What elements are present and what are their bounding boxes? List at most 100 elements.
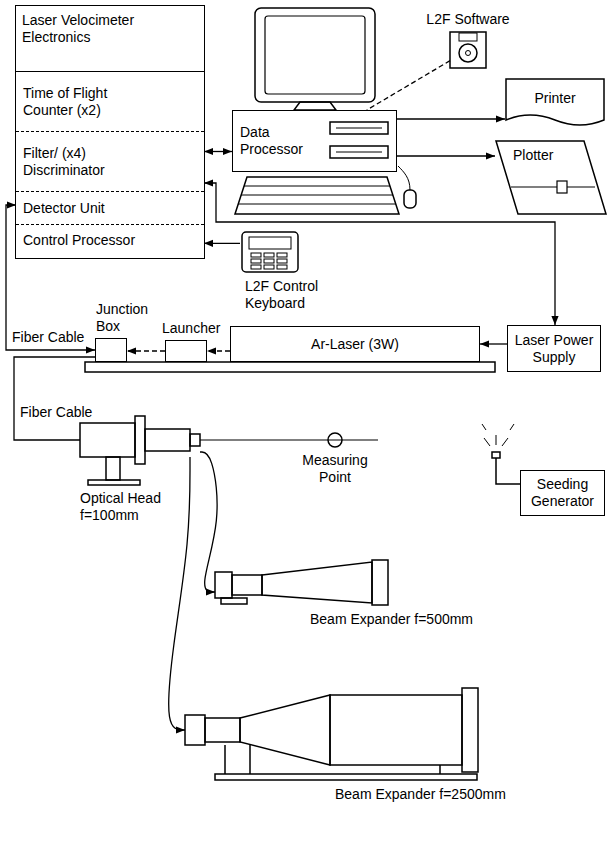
monitor-screen	[265, 16, 365, 94]
connector-line	[204, 243, 240, 244]
optical-bench	[85, 362, 495, 372]
node-label: Beam Expander f=2500mm	[335, 786, 506, 803]
laser-beam	[200, 439, 378, 440]
key	[251, 259, 261, 263]
handheld-display	[249, 237, 291, 249]
key	[277, 259, 287, 263]
head-flange	[135, 416, 145, 464]
printer-shape-outline	[506, 79, 604, 125]
expander-tube	[232, 575, 262, 595]
plotter-rail	[511, 186, 595, 187]
expander-stand	[221, 598, 247, 604]
expander-rim	[372, 560, 388, 605]
disk-drive	[330, 122, 388, 134]
beam-expander: Beam Expander f=500mm	[215, 560, 390, 605]
key	[264, 253, 274, 257]
seeding-spray	[482, 424, 514, 446]
measuring-point-symbol	[328, 433, 342, 447]
monitor-case	[255, 8, 375, 102]
rack-section: Control Processor	[16, 224, 204, 257]
rack-section: Time of Flight Counter (x2)	[16, 71, 204, 131]
electronics-rack: Laser Velocimeter ElectronicsTime of Fli…	[15, 5, 205, 259]
seeding-pipe	[496, 458, 520, 484]
node-label: Seeding Generator	[526, 476, 599, 510]
connector-line	[480, 343, 507, 344]
power-supply-box: Laser Power Supply	[507, 325, 601, 372]
node-label: Ar-Laser (3W)	[311, 336, 399, 353]
connector-line	[6, 205, 95, 350]
printer-shape: Printer	[505, 78, 605, 128]
connector-line	[397, 118, 505, 119]
computer-keyboard	[235, 177, 399, 214]
expander-eyepiece	[185, 715, 205, 745]
drive-slot	[336, 128, 382, 129]
key-row	[238, 204, 396, 205]
disk-shutter	[459, 33, 477, 41]
beam-expander: Beam Expander f=2500mm	[185, 685, 480, 780]
key	[277, 253, 287, 257]
expander-rim	[462, 688, 478, 772]
monitor-stand	[294, 102, 336, 110]
disk-hole	[466, 51, 471, 56]
laser-box: Ar-Laser (3W)	[230, 326, 480, 362]
key	[264, 265, 274, 269]
node-label: Plotter	[513, 147, 553, 164]
key-row	[241, 195, 393, 196]
node-label: Data Processor	[240, 124, 320, 158]
key-row	[244, 186, 390, 187]
handheld-keyboard	[242, 232, 298, 272]
expander-legs	[225, 744, 440, 774]
plotter-pen	[557, 181, 567, 193]
dashed-connector	[367, 61, 450, 110]
node-label: Junction Box	[96, 301, 156, 335]
launcher-box: Launcher	[165, 340, 207, 362]
key	[264, 259, 274, 263]
connector-line	[204, 151, 232, 152]
connector-line	[14, 357, 95, 440]
node-label: Optical Head f=100mm	[80, 490, 170, 524]
expander-base	[215, 774, 477, 780]
node-label: Laser Power Supply	[512, 332, 596, 366]
seeding-generator-box: Seeding Generator	[520, 470, 605, 516]
expander-body	[330, 695, 462, 765]
expander-mount	[215, 572, 232, 598]
expander-cone	[262, 562, 372, 603]
node-label: Control Processor	[23, 232, 135, 249]
disk-hub	[459, 44, 477, 62]
key	[277, 265, 287, 269]
disk-drive	[330, 146, 388, 158]
key	[251, 265, 261, 269]
node-label: Laser Velocimeter Electronics	[22, 12, 172, 46]
head-tube	[145, 429, 190, 451]
node-label: L2F Control Keyboard	[245, 278, 345, 312]
drive-slot	[336, 152, 382, 153]
control-keyboard: L2F Control Keyboard	[240, 230, 300, 274]
free-label: Measuring Point	[297, 452, 373, 486]
seeding-nozzle	[492, 452, 500, 458]
head-lens	[190, 434, 200, 446]
computer-unit: Data Processor	[232, 110, 397, 172]
rack-section: Filter/ (x4) Discriminator	[16, 131, 204, 191]
expander-cone	[240, 695, 330, 765]
junction-box: Junction Box	[95, 338, 127, 362]
node-label: Time of Flight Counter (x2)	[23, 85, 143, 119]
node-label: Detector Unit	[23, 200, 105, 217]
connector-line	[200, 452, 217, 592]
key	[251, 253, 261, 257]
dashed-connector	[127, 350, 165, 351]
head-stand	[106, 457, 120, 480]
plotter-shape: Plotter	[495, 140, 607, 215]
expander-tube	[205, 718, 240, 742]
node-label: Beam Expander f=500mm	[310, 611, 473, 628]
dashed-connector	[207, 350, 230, 351]
connector-line	[397, 155, 495, 156]
connector-line	[169, 457, 190, 730]
software-disk: L2F Software	[450, 32, 486, 68]
free-label: Fiber Cable	[12, 329, 84, 346]
node-label: L2F Software	[426, 11, 509, 28]
node-label: Printer	[534, 90, 575, 107]
mouse	[404, 190, 416, 208]
